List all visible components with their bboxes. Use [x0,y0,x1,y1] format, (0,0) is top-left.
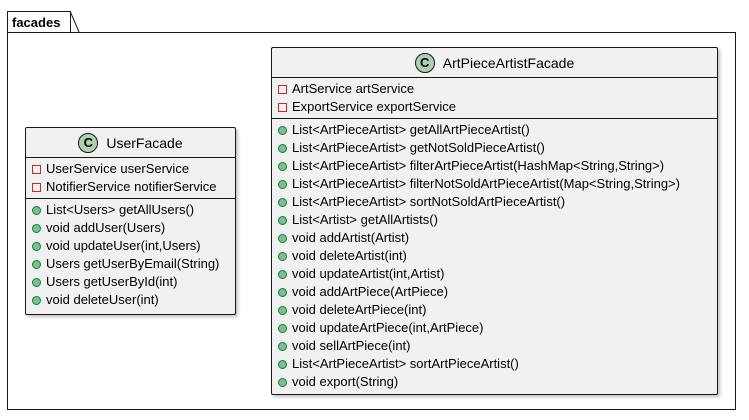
method-text: Users getUserByEmail(String) [46,256,220,271]
method-row: void addArtPiece(ArtPiece) [272,283,717,301]
public-visibility-icon [278,287,287,297]
method-text: List<ArtPieceArtist> sortNotSoldArtPiece… [292,194,566,209]
private-visibility-icon [32,164,41,174]
class-name: ArtPieceArtistFacade [442,54,575,71]
method-text: void deleteArtPiece(int) [292,302,427,317]
class-methods: List<ArtPieceArtist> getAllArtPieceArtis… [272,119,717,393]
public-visibility-icon [278,233,287,243]
private-visibility-icon [278,84,287,94]
method-row: List<ArtPieceArtist> getNotSoldPieceArti… [272,139,717,157]
class-stereotype-icon: C [78,132,99,153]
method-row: void updateArtist(int,Artist) [272,265,717,283]
method-row: List<ArtPieceArtist> filterArtPieceArtis… [272,157,717,175]
package-tab: facades [7,11,71,33]
method-row: void addArtist(Artist) [272,229,717,247]
method-row: Users getUserByEmail(String) [26,255,235,273]
private-visibility-icon [32,182,41,192]
method-text: List<Users> getAllUsers() [46,202,195,217]
field-text: ArtService artService [292,81,415,96]
public-visibility-icon [278,125,287,135]
public-visibility-icon [278,377,287,387]
public-visibility-icon [278,161,287,171]
method-text: List<Artist> getAllArtists() [292,212,438,227]
class-fields: UserService userService NotifierService … [26,158,235,199]
method-row: void deleteUser(int) [26,291,235,309]
method-row: List<ArtPieceArtist> sortArtPieceArtist(… [272,355,717,373]
public-visibility-icon [32,205,41,215]
field-row: ExportService exportService [272,98,717,116]
method-row: List<ArtPieceArtist> sortNotSoldArtPiece… [272,193,717,211]
public-visibility-icon [278,179,287,189]
class-stereotype-icon: C [414,52,435,73]
method-row: void updateUser(int,Users) [26,237,235,255]
method-text: void deleteUser(int) [46,292,159,307]
method-text: void addArtist(Artist) [292,230,410,245]
method-row: void updateArtPiece(int,ArtPiece) [272,319,717,337]
public-visibility-icon [32,223,41,233]
public-visibility-icon [278,197,287,207]
public-visibility-icon [278,215,287,225]
class-header: C UserFacade [26,128,235,158]
class-fields: ArtService artService ExportService expo… [272,78,717,119]
method-text: List<ArtPieceArtist> sortArtPieceArtist(… [292,356,519,371]
method-text: void addUser(Users) [46,220,166,235]
method-row: void export(String) [272,373,717,391]
public-visibility-icon [278,323,287,333]
field-text: NotifierService notifierService [46,179,217,194]
class-methods: List<Users> getAllUsers() void addUser(U… [26,199,235,311]
method-row: void deleteArtist(int) [272,247,717,265]
method-text: List<ArtPieceArtist> filterNotSoldArtPie… [292,176,680,191]
class-user-facade: C UserFacade UserService userService Not… [25,127,236,315]
method-text: Users getUserById(int) [46,274,178,289]
method-text: List<ArtPieceArtist> getAllArtPieceArtis… [292,122,530,137]
public-visibility-icon [278,251,287,261]
private-visibility-icon [278,102,287,112]
method-text: void deleteArtist(int) [292,248,407,263]
method-row: void sellArtPiece(int) [272,337,717,355]
public-visibility-icon [278,269,287,279]
field-row: UserService userService [26,160,235,178]
method-text: void updateArtist(int,Artist) [292,266,445,281]
method-text: void updateUser(int,Users) [46,238,201,253]
method-row: List<Artist> getAllArtists() [272,211,717,229]
public-visibility-icon [32,277,41,287]
method-text: void export(String) [292,374,399,389]
public-visibility-icon [278,305,287,315]
field-text: ExportService exportService [292,99,457,114]
field-row: ArtService artService [272,80,717,98]
method-row: Users getUserById(int) [26,273,235,291]
field-text: UserService userService [46,161,190,176]
method-row: List<ArtPieceArtist> getAllArtPieceArtis… [272,121,717,139]
public-visibility-icon [278,341,287,351]
method-row: List<ArtPieceArtist> filterNotSoldArtPie… [272,175,717,193]
method-text: List<ArtPieceArtist> getNotSoldPieceArti… [292,140,545,155]
method-text: void updateArtPiece(int,ArtPiece) [292,320,484,335]
public-visibility-icon [32,259,41,269]
class-header: C ArtPieceArtistFacade [272,48,717,78]
package-tab-slant [70,11,80,33]
class-name: UserFacade [106,134,183,151]
method-text: void addArtPiece(ArtPiece) [292,284,449,299]
method-row: List<Users> getAllUsers() [26,201,235,219]
class-art-piece-artist-facade: C ArtPieceArtistFacade ArtService artSer… [271,47,718,395]
public-visibility-icon [32,241,41,251]
method-row: void deleteArtPiece(int) [272,301,717,319]
public-visibility-icon [32,295,41,305]
method-row: void addUser(Users) [26,219,235,237]
method-text: List<ArtPieceArtist> filterArtPieceArtis… [292,158,665,173]
method-text: void sellArtPiece(int) [292,338,411,353]
public-visibility-icon [278,359,287,369]
package-name: facades [12,15,61,30]
public-visibility-icon [278,143,287,153]
field-row: NotifierService notifierService [26,178,235,196]
